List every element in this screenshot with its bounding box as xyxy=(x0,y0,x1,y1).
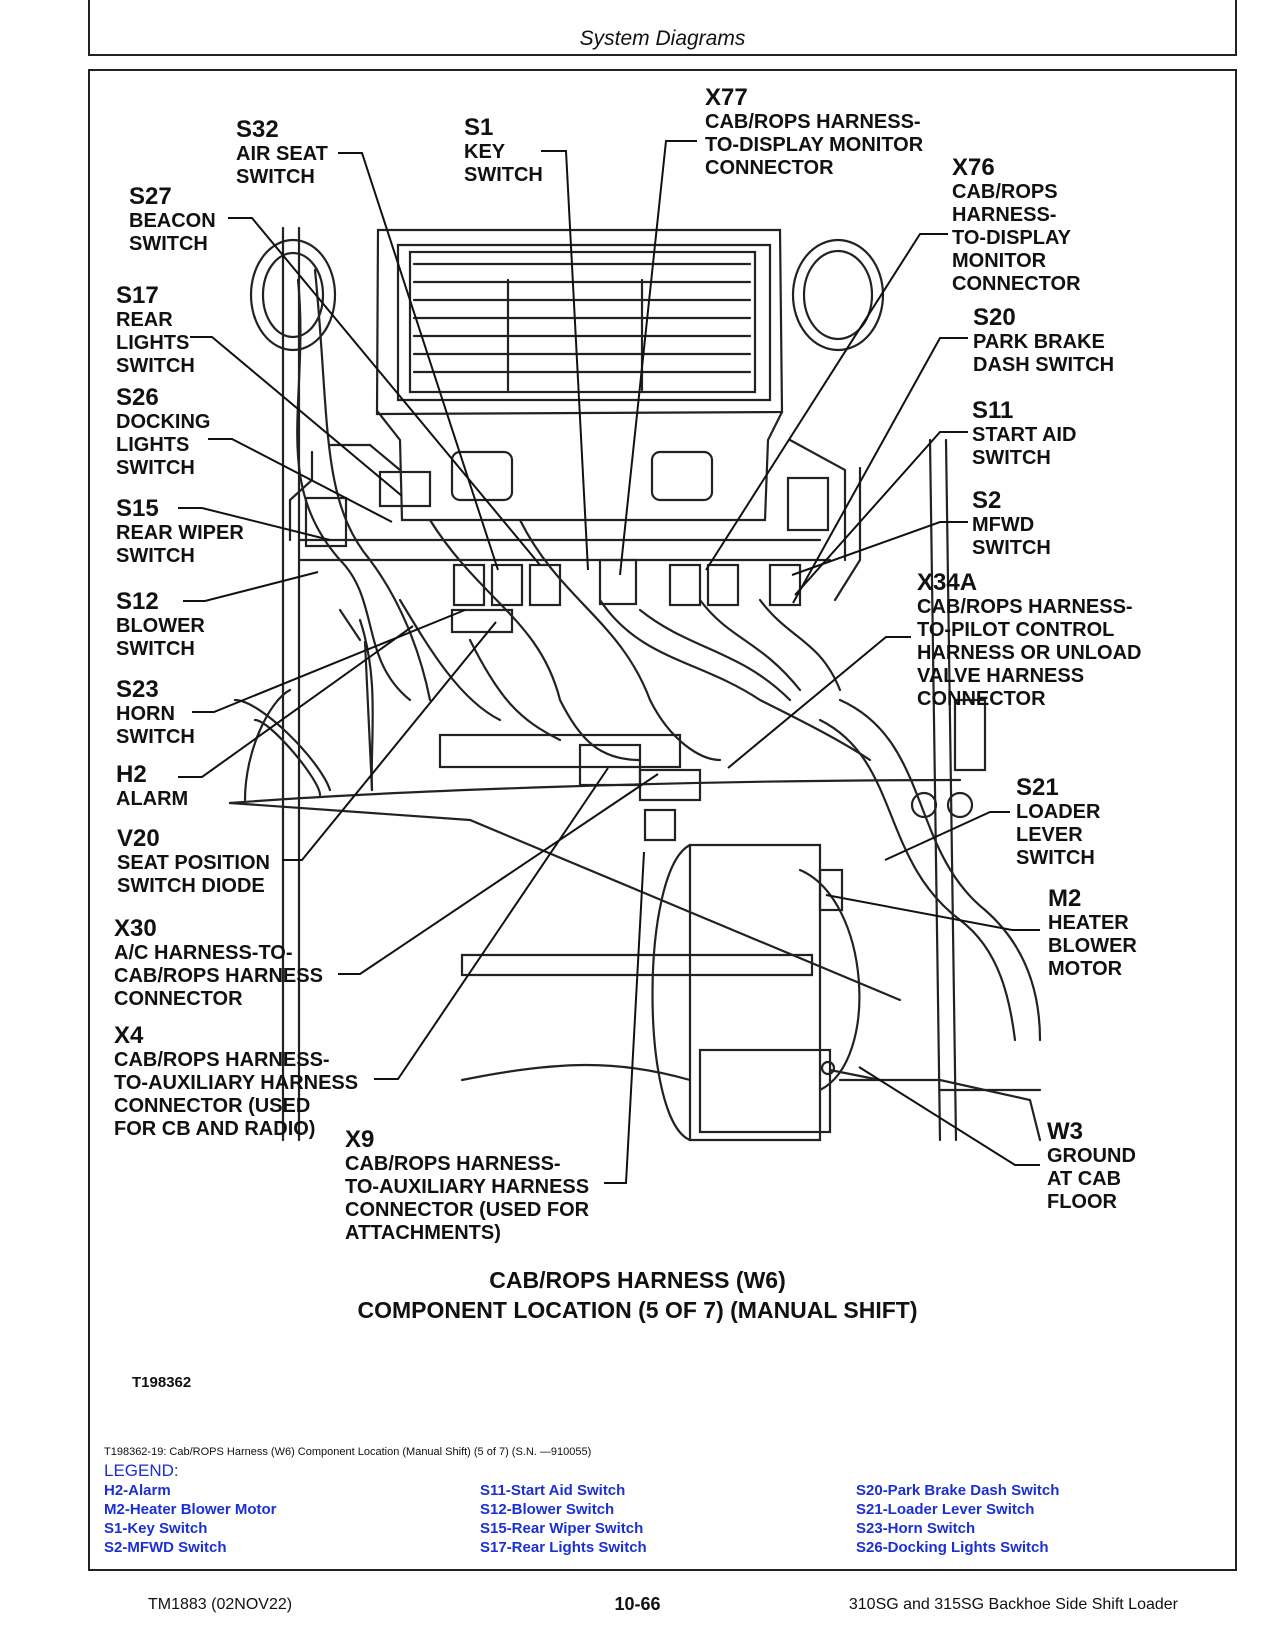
callout-desc: A/C HARNESS-TO- CAB/ROPS HARNESS CONNECT… xyxy=(114,942,323,1010)
callout-s32: S32 AIR SEAT SWITCH xyxy=(236,116,328,189)
callout-code: V20 xyxy=(117,825,160,852)
callout-code: S20 xyxy=(973,304,1016,331)
callout-s17: S17 REAR LIGHTS SWITCH xyxy=(116,282,195,378)
section-title: System Diagrams xyxy=(579,27,746,50)
callout-v20: V20 SEAT POSITION SWITCH DIODE xyxy=(117,825,270,898)
callout-x30: X30 A/C HARNESS-TO- CAB/ROPS HARNESS CON… xyxy=(114,915,323,1011)
callout-desc: BEACON SWITCH xyxy=(129,210,216,255)
callout-code: S2 xyxy=(972,487,1002,514)
legend-item: S12-Blower Switch xyxy=(480,1501,615,1518)
legend-item: H2-Alarm xyxy=(104,1482,171,1499)
callout-x9: X9 CAB/ROPS HARNESS- TO-AUXILIARY HARNES… xyxy=(345,1126,589,1245)
callout-desc: REAR LIGHTS SWITCH xyxy=(116,309,195,377)
callout-m2: M2 HEATER BLOWER MOTOR xyxy=(1048,885,1137,981)
callout-code: W3 xyxy=(1047,1118,1083,1145)
callout-desc: AIR SEAT SWITCH xyxy=(236,143,328,188)
callout-w3: W3 GROUND AT CAB FLOOR xyxy=(1047,1118,1136,1214)
callout-code: S15 xyxy=(116,495,159,522)
legend-item: S2-MFWD Switch xyxy=(104,1539,227,1556)
legend-item: S11-Start Aid Switch xyxy=(480,1482,626,1499)
callout-desc: HEATER BLOWER MOTOR xyxy=(1048,912,1137,980)
callout-desc: PARK BRAKE DASH SWITCH xyxy=(973,331,1115,376)
callout-s15: S15 REAR WIPER SWITCH xyxy=(116,495,244,568)
callout-code: S32 xyxy=(236,116,279,143)
callout-h2: H2 ALARM xyxy=(116,761,188,811)
callout-desc: MFWD SWITCH xyxy=(972,514,1051,559)
callout-desc: START AID SWITCH xyxy=(972,424,1077,469)
callout-x4: X4 CAB/ROPS HARNESS- TO-AUXILIARY HARNES… xyxy=(114,1022,358,1141)
callout-code: S23 xyxy=(116,676,159,703)
callout-s27: S27 BEACON SWITCH xyxy=(129,183,216,256)
callout-desc: LOADER LEVER SWITCH xyxy=(1016,801,1101,869)
footer-model: 310SG and 315SG Backhoe Side Shift Loade… xyxy=(848,1596,1178,1613)
callout-code: X9 xyxy=(345,1126,375,1153)
callout-code: M2 xyxy=(1048,885,1082,912)
figure-frame xyxy=(88,69,1237,1571)
legend: H2-Alarm M2-Heater Blower Motor S1-Key S… xyxy=(104,1481,1224,1557)
footer-page-number: 10-66 xyxy=(614,1594,661,1614)
callout-desc: CAB/ROPS HARNESS- TO-DISPLAY MONITOR CON… xyxy=(952,181,1081,295)
footer-manual-id: TM1883 (02NOV22) xyxy=(148,1596,293,1613)
callout-s21: S21 LOADER LEVER SWITCH xyxy=(1016,774,1100,870)
callout-s11: S11 START AID SWITCH xyxy=(972,397,1076,470)
legend-item: S15-Rear Wiper Switch xyxy=(480,1520,644,1537)
figure-caption-line2: COMPONENT LOCATION (5 OF 7) (MANUAL SHIF… xyxy=(357,1297,918,1323)
callout-code: S27 xyxy=(129,183,172,210)
callout-s26: S26 DOCKING LIGHTS SWITCH xyxy=(116,384,210,480)
callout-s20: S20 PARK BRAKE DASH SWITCH xyxy=(973,304,1114,377)
callout-desc: HORN SWITCH xyxy=(116,703,195,748)
legend-item: S26-Docking Lights Switch xyxy=(856,1539,1049,1556)
legend-item: S17-Rear Lights Switch xyxy=(480,1539,647,1556)
legend-item: S23-Horn Switch xyxy=(856,1520,976,1537)
callout-code: S12 xyxy=(116,588,159,615)
callout-x34a: X34A CAB/ROPS HARNESS- TO-PILOT CONTROL … xyxy=(917,569,1141,711)
callout-desc: GROUND AT CAB FLOOR xyxy=(1047,1145,1136,1213)
legend-item: M2-Heater Blower Motor xyxy=(104,1501,277,1518)
figure-reference: T198362-19: Cab/ROPS Harness (W6) Compon… xyxy=(104,1446,592,1458)
callout-code: X4 xyxy=(114,1022,144,1049)
legend-item: S1-Key Switch xyxy=(104,1520,208,1537)
figure-id: T198362 xyxy=(132,1374,192,1391)
legend-item: S21-Loader Lever Switch xyxy=(856,1501,1035,1518)
callout-desc: CAB/ROPS HARNESS- TO-PILOT CONTROL HARNE… xyxy=(917,596,1142,710)
callout-code: X76 xyxy=(952,154,995,181)
callout-x76: X76 CAB/ROPS HARNESS- TO-DISPLAY MONITOR… xyxy=(952,154,1081,296)
callout-code: S17 xyxy=(116,282,159,309)
header-box: System Diagrams xyxy=(88,0,1237,56)
legend-item: S20-Park Brake Dash Switch xyxy=(856,1482,1060,1499)
callout-desc: REAR WIPER SWITCH xyxy=(116,522,244,567)
callout-desc: SEAT POSITION SWITCH DIODE xyxy=(117,852,270,897)
callout-code: H2 xyxy=(116,761,147,788)
callout-code: X30 xyxy=(114,915,157,942)
callout-s12: S12 BLOWER SWITCH xyxy=(116,588,205,661)
callout-code: S1 xyxy=(464,114,494,141)
callout-code: X34A xyxy=(917,569,978,596)
callout-desc: DOCKING LIGHTS SWITCH xyxy=(116,411,211,479)
callout-code: S11 xyxy=(972,397,1014,424)
callout-desc: CAB/ROPS HARNESS- TO-AUXILIARY HARNESS C… xyxy=(345,1153,590,1244)
callout-code: X77 xyxy=(705,84,748,111)
callout-s1: S1 KEY SWITCH xyxy=(464,114,543,187)
figure-caption-line1: CAB/ROPS HARNESS (W6) xyxy=(489,1267,786,1293)
callout-code: S21 xyxy=(1016,774,1059,801)
callout-code: S26 xyxy=(116,384,159,411)
callout-desc: BLOWER SWITCH xyxy=(116,615,205,660)
callout-s2: S2 MFWD SWITCH xyxy=(972,487,1051,560)
callout-desc: KEY SWITCH xyxy=(464,141,543,186)
legend-title: LEGEND: xyxy=(104,1461,179,1480)
callout-desc: CAB/ROPS HARNESS- TO-AUXILIARY HARNESS C… xyxy=(114,1049,359,1140)
callout-desc: ALARM xyxy=(116,788,189,810)
callout-x77: X77 CAB/ROPS HARNESS- TO-DISPLAY MONITOR… xyxy=(705,84,923,180)
callout-desc: CAB/ROPS HARNESS- TO-DISPLAY MONITOR CON… xyxy=(705,111,924,179)
callout-s23: S23 HORN SWITCH xyxy=(116,676,195,749)
